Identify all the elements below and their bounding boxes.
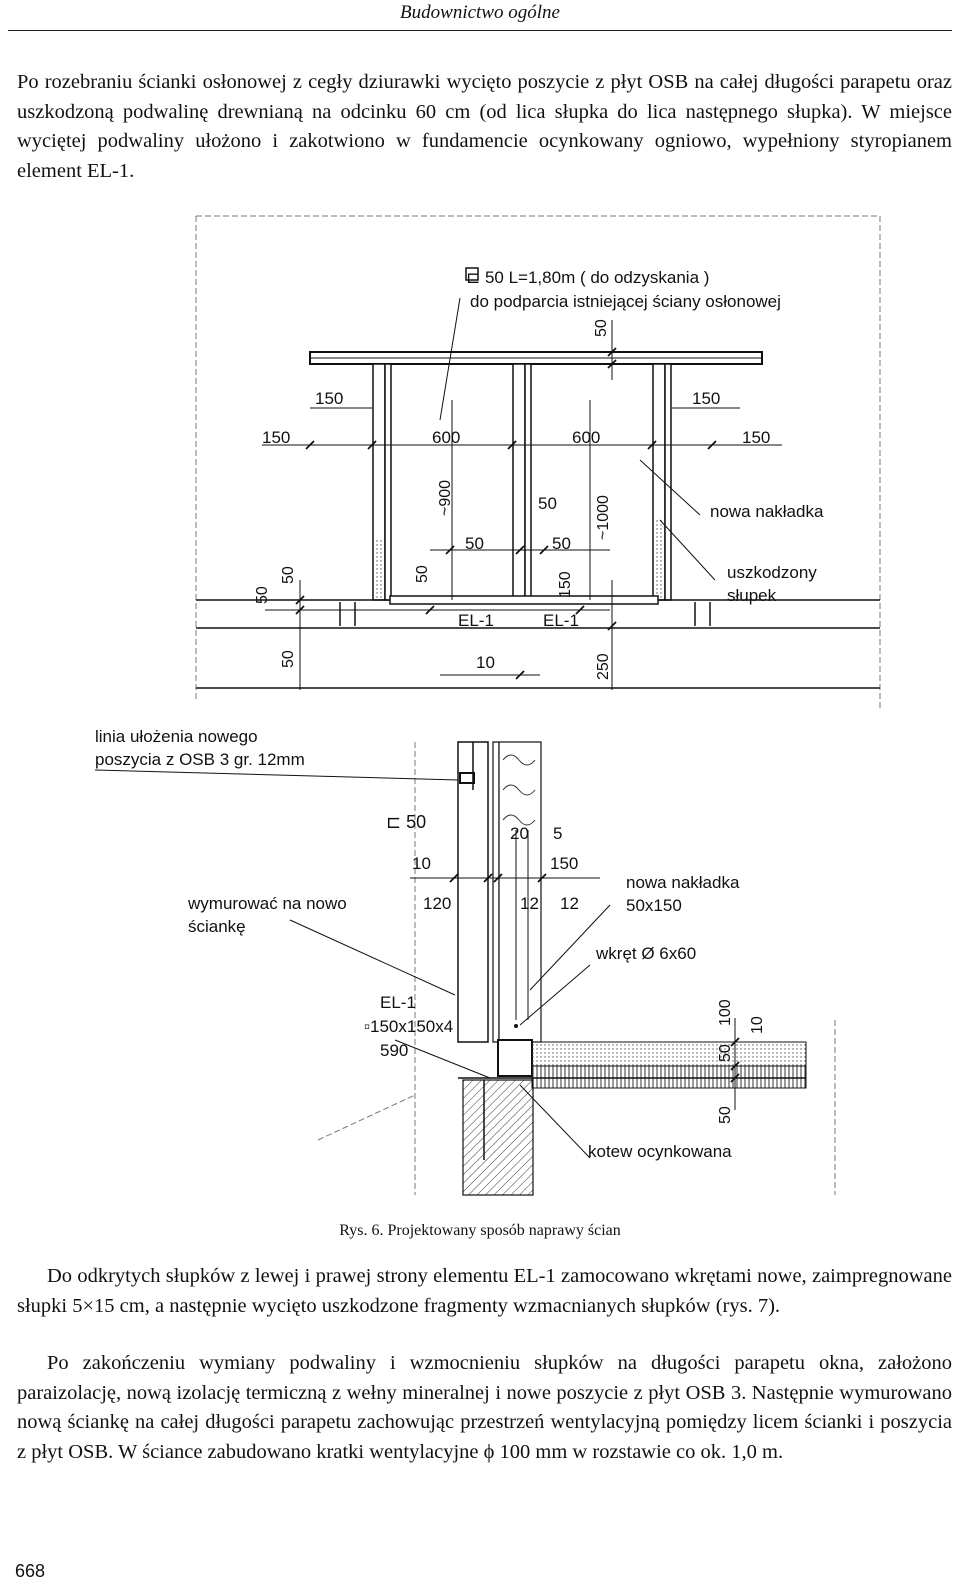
dim-50-post: 50 xyxy=(414,565,431,583)
damaged-post-label-2: słupek xyxy=(727,586,777,605)
dim-50-mid: 50 xyxy=(538,494,557,513)
osb-line-label-1: linia ułożenia nowego xyxy=(95,727,258,746)
osb-line-label-2: poszycia z OSB 3 gr. 12mm xyxy=(95,750,305,769)
dim-50-left-gap: 50 xyxy=(465,534,484,553)
section-dim-150: 150 xyxy=(550,854,578,873)
dim-250: 250 xyxy=(595,653,612,680)
section-dim-10-vertical: 10 xyxy=(749,1016,766,1034)
section-dim-10: 10 xyxy=(412,854,431,873)
figure-caption: Rys. 6. Projektowany sposób naprawy ścia… xyxy=(339,1222,621,1239)
elevation-view: ⊏ 50 L=1,80m ( do odzyskania ) do podpar… xyxy=(195,215,881,710)
header-rule xyxy=(8,30,952,31)
section-plate-label-1: nowa nakładka xyxy=(626,873,740,892)
elevation-support-label: do podparcia istniejącej ściany osłonowe… xyxy=(470,292,781,311)
figure-rys-6: ⊏ 50 L=1,80m ( do odzyskania ) do podpar… xyxy=(94,215,881,1196)
page-number: 668 xyxy=(15,1561,46,1581)
section-plate-label-2: 50x150 xyxy=(626,896,682,915)
section-dim-12-right: 12 xyxy=(560,894,579,913)
paragraph-3: Po zakończeniu wymiany podwaliny i wzmoc… xyxy=(17,1352,952,1463)
dim-150-right: 150 xyxy=(742,428,770,447)
running-header: Budownictwo ogólne xyxy=(400,2,560,23)
dim-600-left: 600 xyxy=(432,428,460,447)
dim-1000: ~1000 xyxy=(595,495,612,540)
dim-150-upper-left: 150 xyxy=(315,389,343,408)
dim-50-far-left-c: 50 xyxy=(280,650,297,668)
section-dim-5: 5 xyxy=(553,824,562,843)
dim-150-vertical: 150 xyxy=(557,571,574,598)
dim-150-left: 150 xyxy=(262,428,290,447)
anchor-label: kotew ocynkowana xyxy=(588,1142,732,1161)
dim-50-far-left-a: 50 xyxy=(254,586,271,604)
damaged-post-label-1: uszkodzony xyxy=(727,563,817,582)
section-el1-label: EL-1 xyxy=(380,993,416,1012)
rebuild-wall-label-1: wymurować na nowo xyxy=(187,894,347,913)
dim-50-top: 50 xyxy=(593,319,610,337)
section-el1-profile: ▫150x150x4 xyxy=(364,1017,453,1036)
dim-10: 10 xyxy=(476,653,495,672)
section-dim-120: 120 xyxy=(423,894,451,913)
elevation-channel-label: ⊏ 50 L=1,80m ( do odzyskania ) xyxy=(466,268,709,287)
dim-50-right-gap: 50 xyxy=(552,534,571,553)
section-dim-50-b: 50 xyxy=(717,1106,734,1124)
dim-900: ~900 xyxy=(437,480,454,516)
paragraph-2: Do odkrytych słupków z lewej i prawej st… xyxy=(17,1265,952,1317)
section-dim-50-a: 50 xyxy=(717,1044,734,1062)
el1-label-left: EL-1 xyxy=(458,611,494,630)
new-plate-label: nowa nakładka xyxy=(710,502,824,521)
dim-600-right: 600 xyxy=(572,428,600,447)
rebuild-wall-label-2: ściankę xyxy=(188,917,246,936)
section-view: linia ułożenia nowego poszycia z OSB 3 g… xyxy=(94,727,836,1196)
dim-150-upper-right: 150 xyxy=(692,389,720,408)
section-dim-20: 20 xyxy=(510,824,529,843)
section-dim-12-left: 12 xyxy=(520,894,539,913)
section-channel-50: ⊏ 50 xyxy=(386,812,426,832)
screw-label: wkręt Ø 6x60 xyxy=(595,944,696,963)
section-el1-length: 590 xyxy=(380,1041,408,1060)
dim-50-far-left-b: 50 xyxy=(280,566,297,584)
paragraph-1: Po rozebraniu ścianki osłonowej z cegły … xyxy=(17,71,952,182)
el1-label-right: EL-1 xyxy=(543,611,579,630)
section-dim-100: 100 xyxy=(717,999,734,1026)
